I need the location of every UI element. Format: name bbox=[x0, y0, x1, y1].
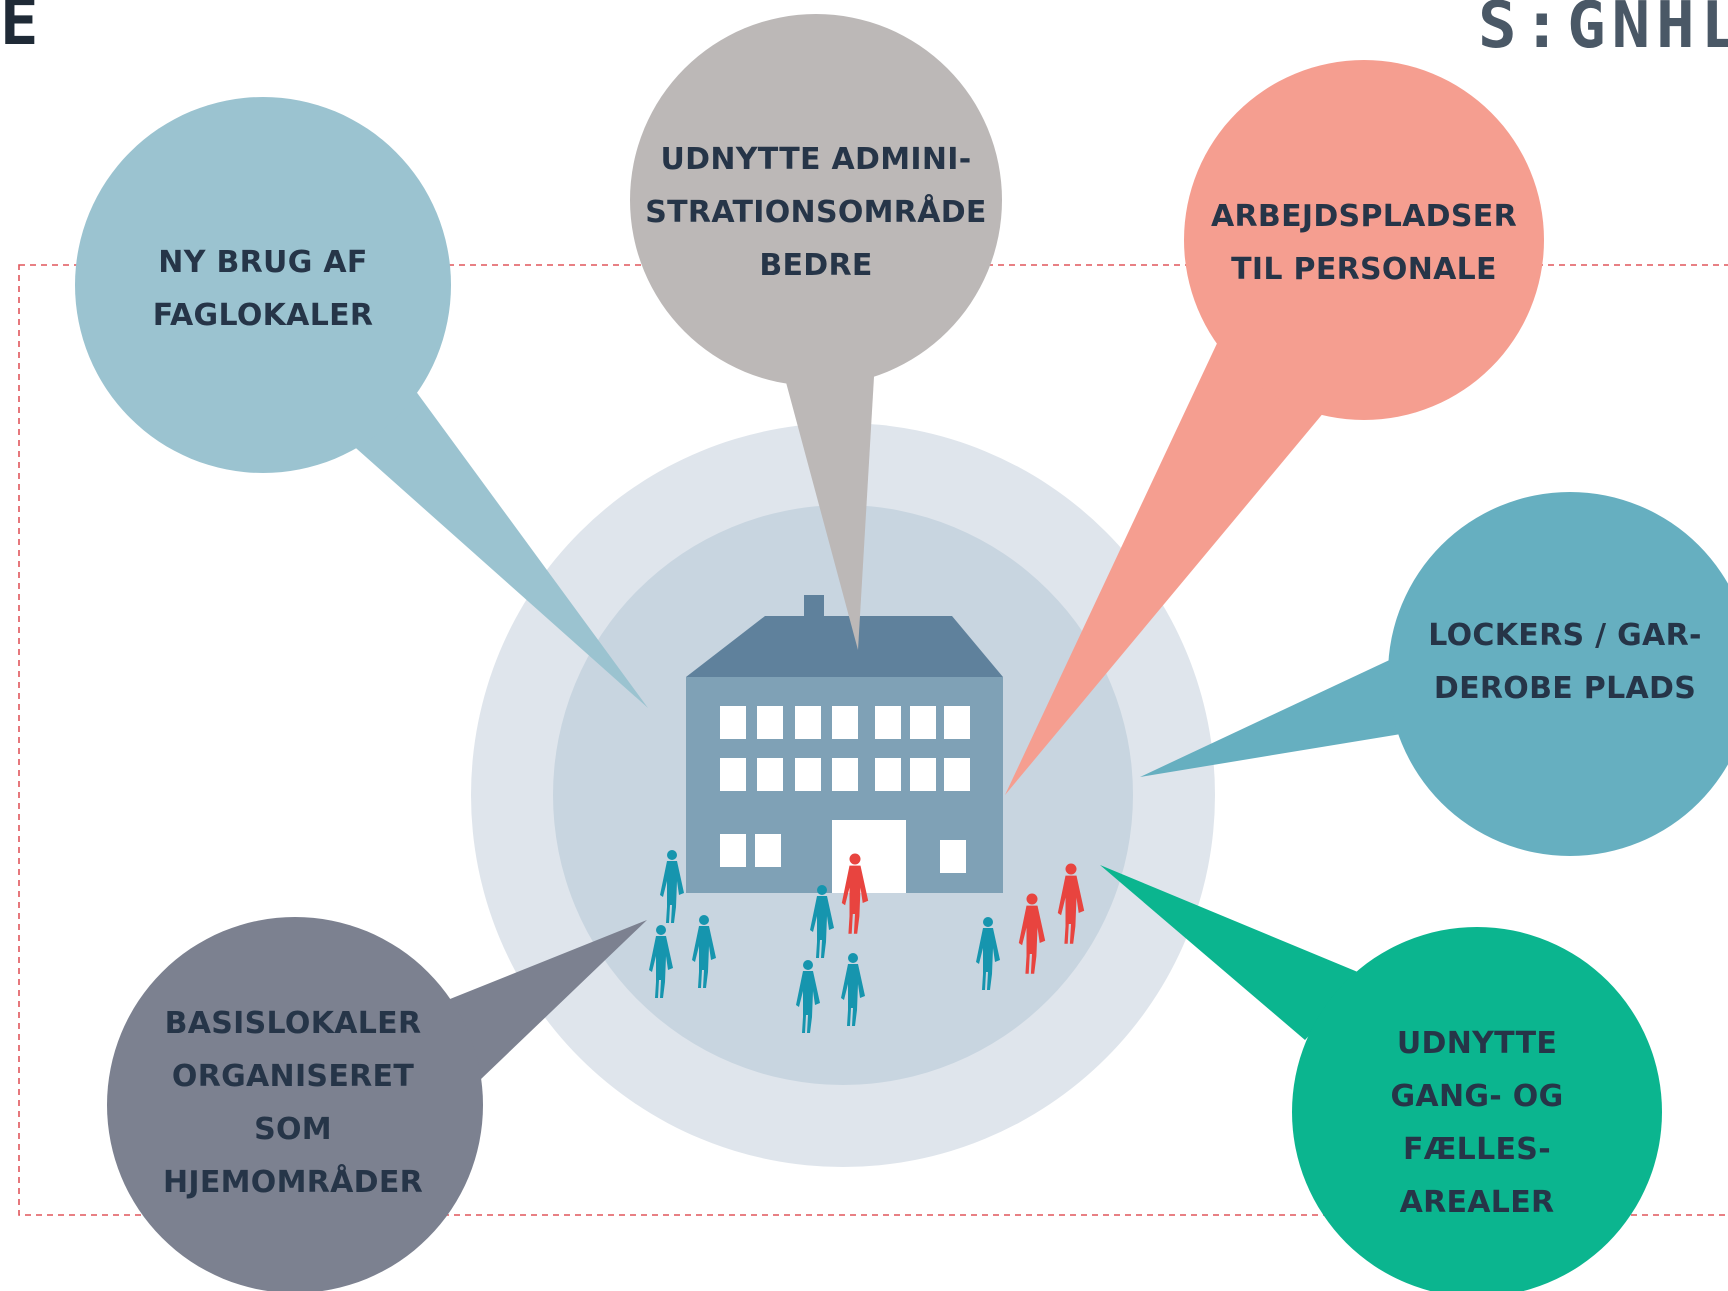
bubble-top-left bbox=[75, 97, 451, 473]
tail-bottom-left bbox=[435, 920, 647, 1080]
bubble-top-center-text: UDNYTTE ADMINI- STRATIONSOMRÅDE BEDRE bbox=[645, 142, 987, 283]
building-windows bbox=[720, 706, 970, 893]
person-icon bbox=[810, 885, 834, 958]
person-icon bbox=[660, 850, 684, 923]
person-icon bbox=[649, 925, 673, 998]
bubble-bottom-right-text: UDNYTTE GANG- OG FÆLLES- AREALER bbox=[1390, 1026, 1564, 1220]
tail-top-left bbox=[330, 390, 648, 708]
bubble-top-left-text: NY BRUG AF FAGLOKALER bbox=[152, 245, 374, 333]
tail-bottom-right bbox=[1100, 865, 1365, 1040]
person-icon bbox=[796, 960, 820, 1033]
tail-right bbox=[1140, 655, 1425, 777]
bubble-top-right-text: ARBEJDSPLADSER TIL PERSONALE bbox=[1211, 199, 1517, 287]
person-icon bbox=[1018, 893, 1046, 974]
person-icon bbox=[841, 853, 869, 934]
building-door bbox=[832, 820, 906, 893]
people-group bbox=[649, 850, 1085, 1033]
bubble-bottom-left-text: BASISLOKALER ORGANISERET SOM HJEMOMRÅDER bbox=[162, 1006, 424, 1200]
bubble-right bbox=[1388, 492, 1728, 856]
bubble-top-right bbox=[1184, 60, 1544, 420]
tail-top-right bbox=[1005, 305, 1330, 795]
signhl-logo: S:GNHL bbox=[1478, 0, 1728, 60]
person-icon bbox=[1057, 863, 1085, 944]
bubble-right-text: LOCKERS / GAR- DEROBE PLADS bbox=[1428, 618, 1702, 706]
corner-mark: E bbox=[0, 0, 39, 54]
tail-top-center bbox=[780, 360, 875, 650]
person-icon bbox=[841, 953, 865, 1026]
school-building-icon bbox=[686, 595, 1003, 893]
bubble-top-center bbox=[630, 14, 1002, 386]
person-icon bbox=[976, 917, 1000, 990]
bubble-bottom-right bbox=[1292, 927, 1662, 1291]
bubble-bottom-left bbox=[107, 917, 483, 1291]
person-icon bbox=[692, 915, 716, 988]
